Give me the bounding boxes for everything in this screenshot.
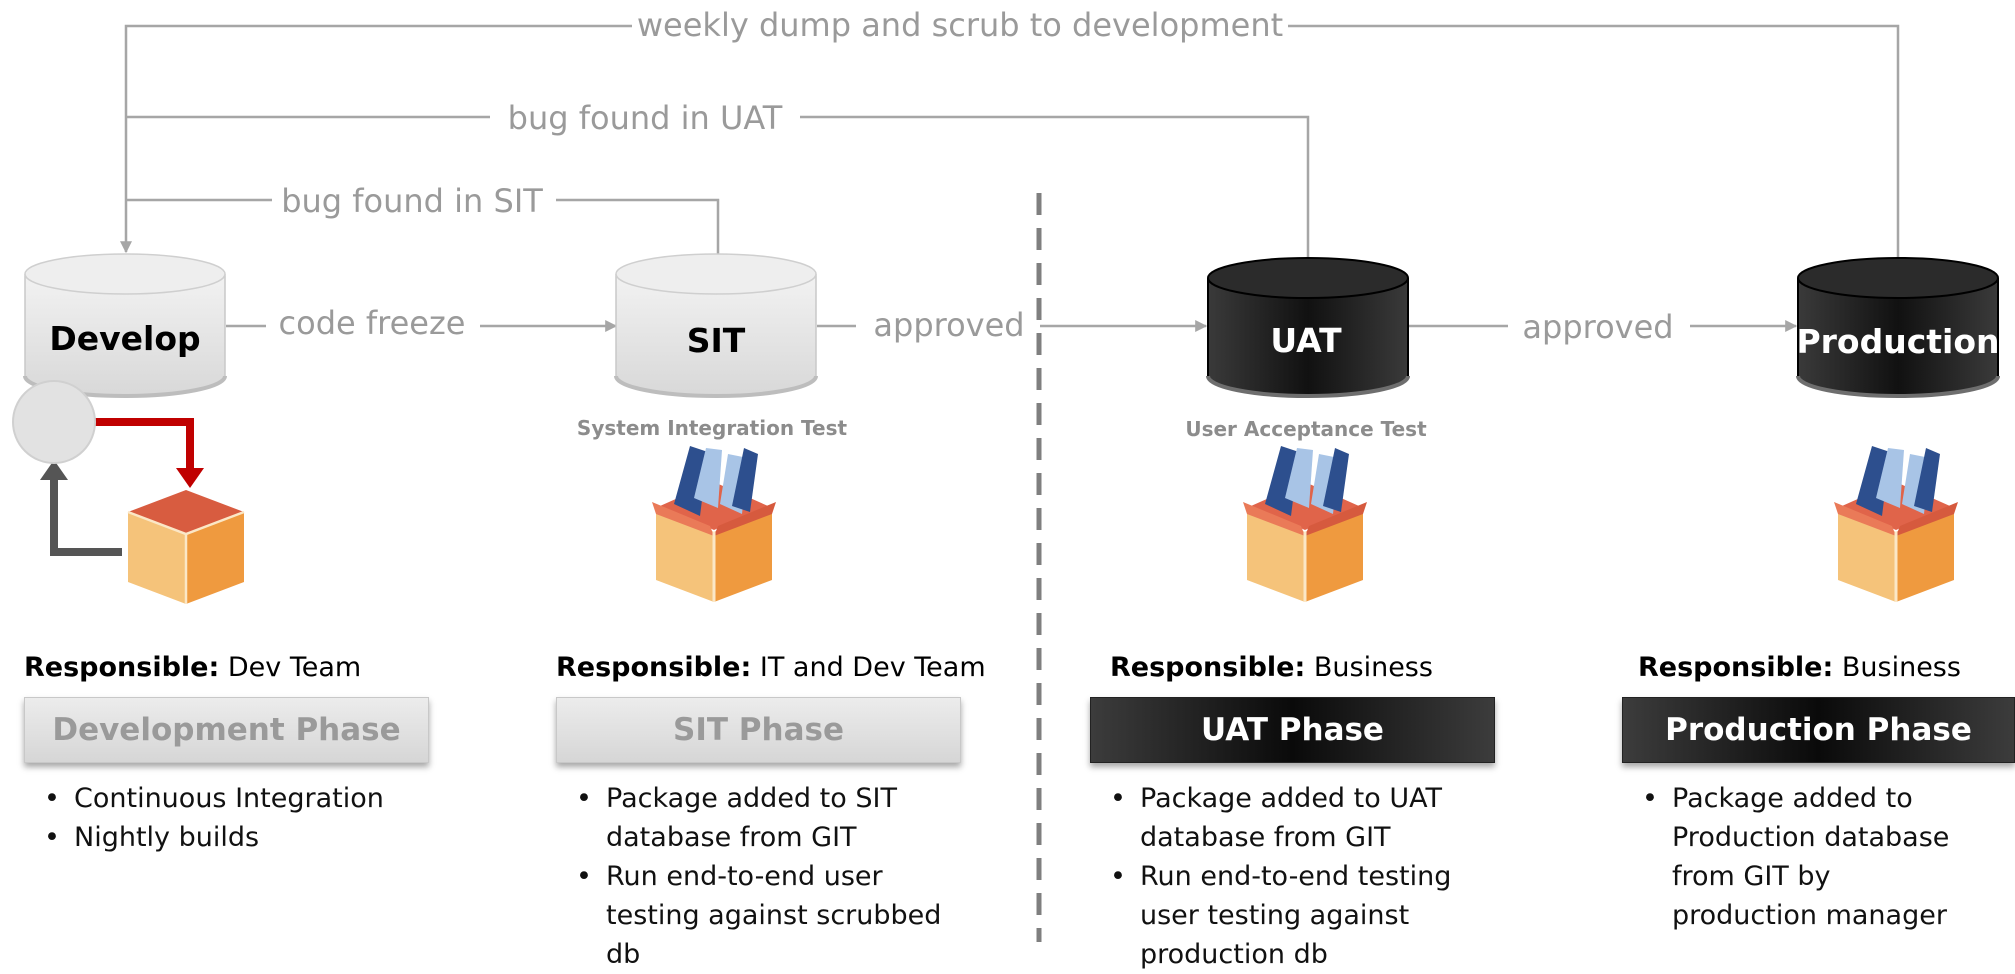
list-item: Run end-to-end user testing against scru… [556, 857, 946, 974]
sit-phase-title: SIT Phase [556, 697, 961, 763]
list-item: Package added to UAT database from GIT [1090, 779, 1500, 857]
weekly-dump-label: weekly dump and scrub to development [637, 6, 1283, 44]
production-label: Production [1796, 322, 1999, 361]
bug-uat-label: bug found in UAT [508, 99, 783, 137]
development-bullets: Continuous Integration Nightly builds [24, 779, 444, 857]
sit-phase-column: Responsible: IT and Dev Team SIT Phase P… [556, 652, 986, 974]
production-phase-title: Production Phase [1622, 697, 2015, 763]
sit-database: SIT [614, 253, 818, 398]
responsible-prefix: Responsible: [556, 652, 752, 683]
uat-bullets: Package added to UAT database from GIT R… [1090, 779, 1500, 974]
bug-uat-connector [126, 115, 1310, 258]
gray-arrow-icon [50, 478, 122, 556]
uat-sublabel: User Acceptance Test [1185, 417, 1427, 441]
uat-database: UAT [1206, 257, 1410, 398]
responsible-team: Business [1833, 652, 1961, 683]
uat-phase-title: UAT Phase [1090, 697, 1495, 763]
sit-sublabel: System Integration Test [577, 416, 848, 440]
responsible-line: Responsible: Dev Team [24, 652, 444, 683]
sit-bullets: Package added to SIT database from GIT R… [556, 779, 946, 974]
production-bullets: Package added to Production database fro… [1622, 779, 1982, 935]
production-database: Production [1796, 257, 2000, 398]
circle-node-icon [12, 380, 96, 464]
development-phase-title: Development Phase [24, 697, 429, 763]
uat-package-icon [1241, 444, 1369, 604]
red-arrow-icon [92, 418, 194, 470]
bug-sit-label: bug found in SIT [281, 182, 543, 220]
responsible-team: Business [1305, 652, 1433, 683]
cube-icon [127, 490, 245, 604]
uat-phase-column: Responsible: Business UAT Phase Package … [1090, 652, 1510, 974]
list-item: Run end-to-end testing user testing agai… [1090, 857, 1500, 974]
responsible-prefix: Responsible: [1638, 652, 1834, 683]
bug-sit-connector [126, 198, 720, 258]
deployment-flow-diagram: weekly dump and scrub to development bug… [12, 6, 2000, 942]
uat-label: UAT [1270, 321, 1342, 360]
responsible-line: Responsible: IT and Dev Team [556, 652, 986, 683]
list-item: Package added to Production database fro… [1622, 779, 1982, 935]
ci-loop [12, 380, 245, 604]
develop-database: Develop [23, 253, 227, 398]
responsible-team: IT and Dev Team [751, 652, 986, 683]
sit-label: SIT [687, 321, 746, 360]
responsible-line: Responsible: Business [1622, 652, 2015, 683]
responsible-team: Dev Team [219, 652, 362, 683]
responsible-prefix: Responsible: [1110, 652, 1306, 683]
code-freeze-label: code freeze [279, 304, 466, 342]
list-item: Package added to SIT database from GIT [556, 779, 946, 857]
responsible-prefix: Responsible: [24, 652, 220, 683]
development-phase-column: Responsible: Dev Team Development Phase … [24, 652, 444, 857]
production-package-icon [1832, 444, 1960, 604]
approved-sit-label: approved [873, 306, 1024, 344]
production-phase-column: Responsible: Business Production Phase P… [1622, 652, 2015, 935]
approved-uat-label: approved [1522, 308, 1673, 346]
weekly-dump-connector [120, 24, 1900, 258]
list-item: Nightly builds [24, 818, 444, 857]
develop-label: Develop [49, 319, 200, 358]
sit-package-icon [650, 444, 778, 604]
list-item: Continuous Integration [24, 779, 444, 818]
responsible-line: Responsible: Business [1090, 652, 1510, 683]
